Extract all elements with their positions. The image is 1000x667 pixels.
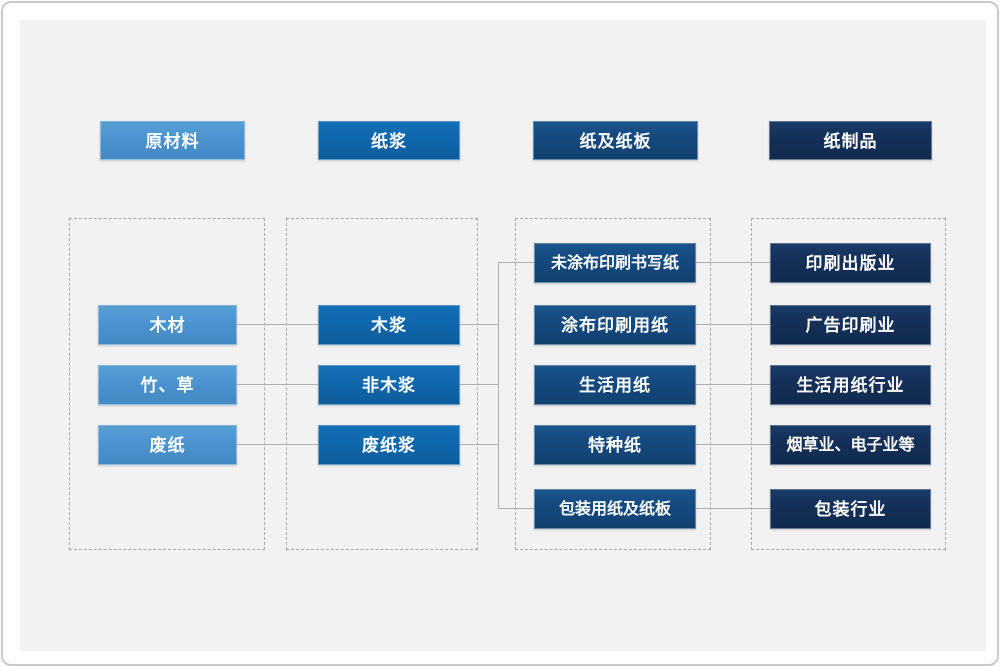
node-bamboo-grass: 竹、草: [98, 365, 237, 405]
connector-wastepaper-to-wastepulp: [237, 444, 318, 445]
node-packaging-paper-board: 包装用纸及纸板: [534, 489, 696, 529]
node-nonwood-pulp: 非木浆: [318, 365, 460, 405]
node-specialty-paper: 特种纸: [534, 425, 696, 465]
connector-wood-to-woodpulp: [237, 324, 318, 325]
connector-uncoated-to-publishing: [696, 262, 770, 263]
connector-wastepulp-stub: [460, 444, 498, 445]
node-wood-pulp: 木浆: [318, 305, 460, 345]
connector-packagingpaper-to-packaging: [696, 508, 770, 509]
node-tissue-industry: 生活用纸行业: [770, 365, 931, 405]
node-wood: 木材: [98, 305, 237, 345]
node-advertising-printing-industry: 广告印刷业: [770, 305, 931, 345]
node-wastepaper-pulp: 废纸浆: [318, 425, 460, 465]
header-raw-materials: 原材料: [100, 121, 245, 160]
header-pulp: 纸浆: [318, 121, 460, 160]
connector-bus-to-packagingpaper: [498, 508, 534, 509]
connector-coated-to-advertising: [696, 324, 770, 325]
connector-bus-to-uncoated: [498, 262, 534, 263]
header-paper-and-board: 纸及纸板: [533, 121, 698, 160]
node-tobacco-electronics-industry: 烟草业、电子业等: [770, 425, 931, 465]
connector-specialty-to-tobacco: [696, 444, 770, 445]
connector-tissue-to-tissueindustry: [696, 384, 770, 385]
node-tissue-paper: 生活用纸: [534, 365, 696, 405]
connector-bamboo-to-nonwoodpulp: [237, 384, 318, 385]
node-printing-publishing-industry: 印刷出版业: [770, 243, 931, 283]
node-uncoated-printing-paper: 未涂布印刷书写纸: [534, 243, 696, 283]
node-waste-paper: 废纸: [98, 425, 237, 465]
connector-woodpulp-stub: [460, 324, 498, 325]
connector-vertical-bus: [498, 262, 499, 509]
node-coated-printing-paper: 涂布印刷用纸: [534, 305, 696, 345]
header-paper-products: 纸制品: [769, 121, 932, 160]
node-packaging-industry: 包装行业: [770, 489, 931, 529]
connector-nonwoodpulp-stub: [460, 384, 498, 385]
